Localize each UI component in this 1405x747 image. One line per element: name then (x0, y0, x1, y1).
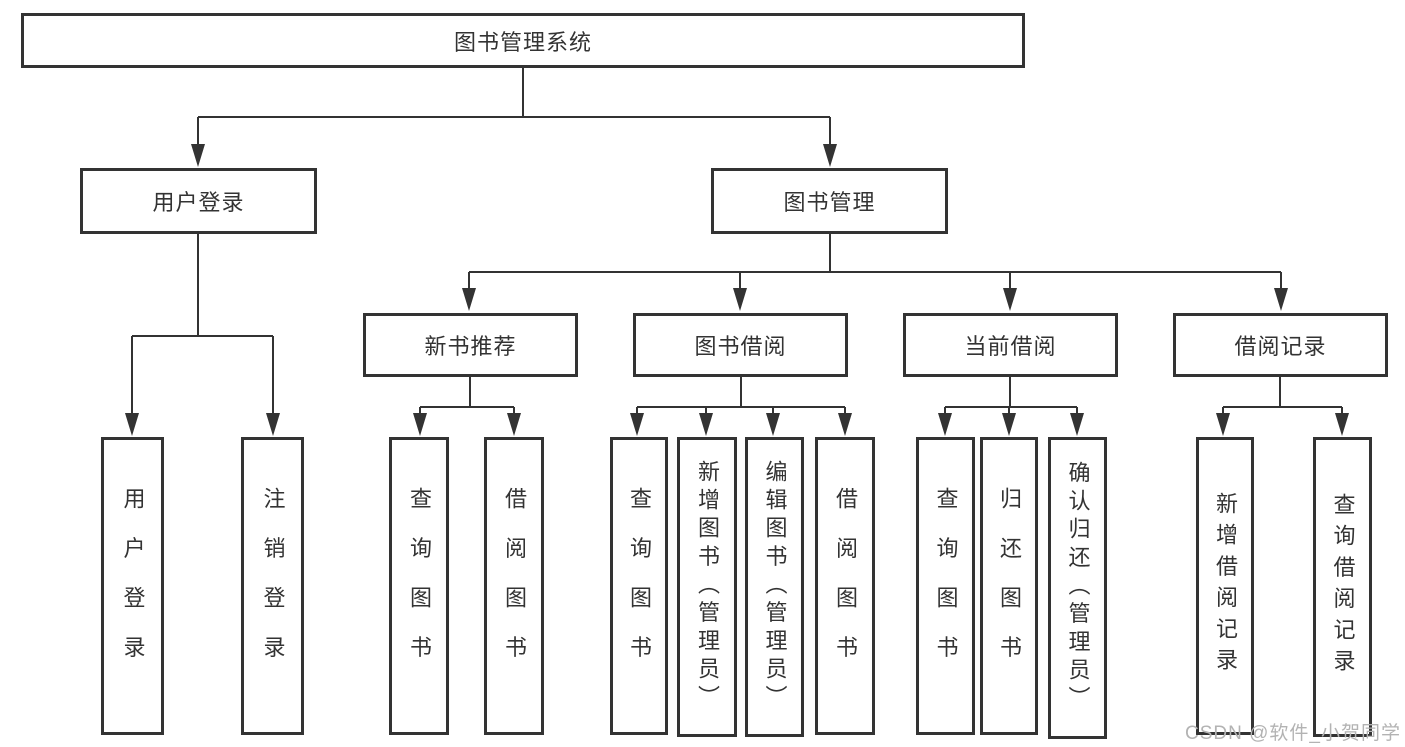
node-current-borrow: 当前借阅 (903, 313, 1118, 377)
leaf-borrow-books-recommend: 借阅图书 (484, 437, 544, 735)
leaf-query-books-current: 查询图书 (916, 437, 975, 735)
node-book-management: 图书管理 (711, 168, 948, 234)
leaf-return-book: 归还图书 (980, 437, 1038, 735)
leaf-edit-book-admin: 编辑图书（管理员） (745, 437, 804, 737)
node-root: 图书管理系统 (21, 13, 1025, 68)
node-new-book-recommend: 新书推荐 (363, 313, 578, 377)
node-borrow-records: 借阅记录 (1173, 313, 1388, 377)
leaf-user-login: 用户登录 (101, 437, 164, 735)
leaf-add-book-admin: 新增图书（管理员） (677, 437, 737, 737)
leaf-query-books-borrow: 查询图书 (610, 437, 668, 735)
leaf-logout: 注销登录 (241, 437, 304, 735)
watermark: CSDN @软件_小贺同学 (1185, 723, 1401, 744)
leaf-borrow-books: 借阅图书 (815, 437, 875, 735)
leaf-confirm-return-admin: 确认归还（管理员） (1048, 437, 1107, 739)
node-book-borrow: 图书借阅 (633, 313, 848, 377)
leaf-query-borrow-record: 查询借阅记录 (1313, 437, 1372, 737)
leaf-query-books-recommend: 查询图书 (389, 437, 449, 735)
leaf-add-borrow-record: 新增借阅记录 (1196, 437, 1254, 735)
node-user-login: 用户登录 (80, 168, 317, 234)
